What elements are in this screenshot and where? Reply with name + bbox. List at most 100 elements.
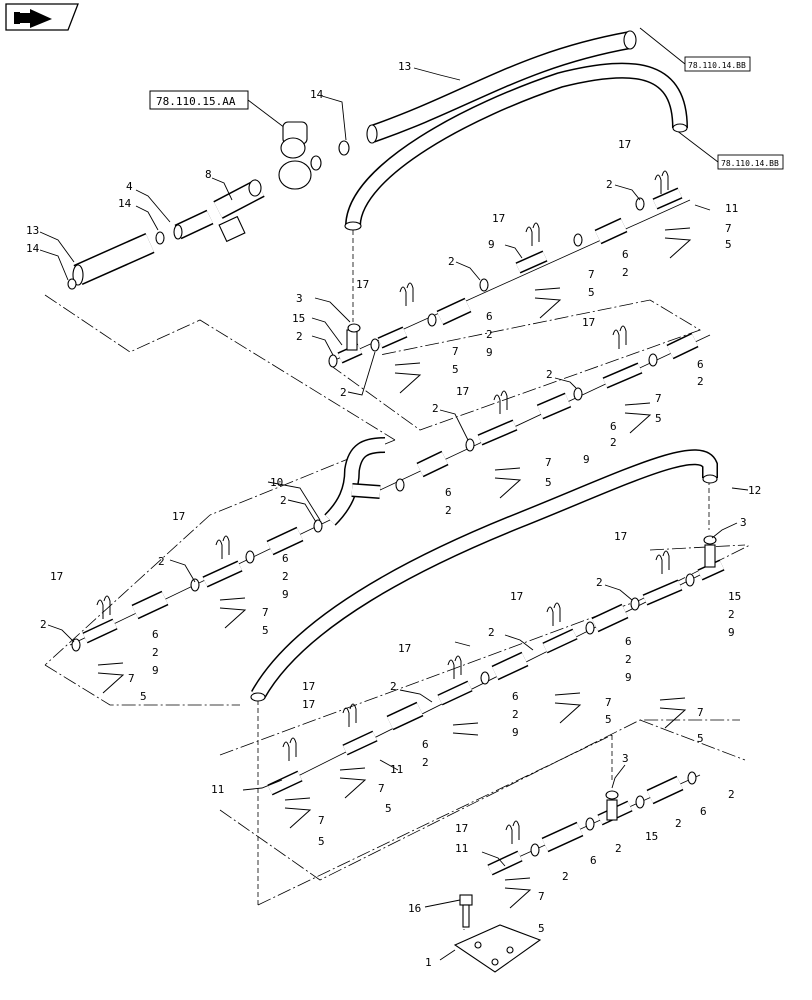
callout-2-q: 2 — [728, 608, 735, 621]
boom-section-upper — [328, 187, 691, 368]
callout-6-l: 6 — [590, 854, 597, 867]
callout-12: 12 — [748, 484, 761, 497]
callout-6-e: 6 — [445, 486, 452, 499]
callout-6-g: 6 — [152, 628, 159, 641]
nozzle-clips — [97, 227, 692, 909]
callout-16: 16 — [408, 902, 421, 915]
callout-2-m: 2 — [158, 555, 165, 568]
callout-17-j: 17 — [398, 642, 411, 655]
return-arrow-icon[interactable] — [5, 3, 79, 31]
callout-9-b: 9 — [486, 346, 493, 359]
callout-5-g: 5 — [140, 690, 147, 703]
callout-7-j: 7 — [378, 782, 385, 795]
boom-section-mid — [379, 332, 711, 492]
callout-3-c: 3 — [622, 752, 629, 765]
hose-10-wye — [324, 437, 386, 526]
callout-7-g: 7 — [128, 672, 135, 685]
callout-15-a: 15 — [292, 312, 305, 325]
callout-17-b: 17 — [492, 212, 505, 225]
callout-9-c: 9 — [583, 453, 590, 466]
callout-10: 10 — [270, 476, 283, 489]
callout-9-g: 9 — [625, 671, 632, 684]
callout-7-i: 7 — [697, 706, 704, 719]
callout-5-f: 5 — [262, 624, 269, 637]
callout-2-aa: 2 — [562, 870, 569, 883]
hose-13-upper — [366, 30, 637, 144]
callout-17-l: 17 — [302, 698, 315, 711]
callout-9-d: 9 — [282, 588, 289, 601]
callout-5-h: 5 — [605, 713, 612, 726]
callout-7-a: 7 — [725, 222, 732, 235]
ref-box-right-2[interactable]: 78.110.14.BB — [717, 154, 784, 170]
callout-2-j: 2 — [610, 436, 617, 449]
callout-6-i: 6 — [512, 690, 519, 703]
callout-6-b: 6 — [486, 310, 493, 323]
ref-right-2-text: 78.110.14.BB — [721, 159, 779, 168]
callout-2-x: 2 — [728, 788, 735, 801]
callout-8: 8 — [205, 168, 212, 181]
callout-2-c: 2 — [622, 266, 629, 279]
callout-1: 1 — [425, 956, 432, 969]
callout-labels: 13 14 8 4 14 13 14 17 2 11 7 5 17 9 2 6 … — [26, 60, 761, 969]
inlet-assembly — [67, 121, 350, 290]
callout-11-a: 11 — [725, 202, 738, 215]
boom-section-bottom — [487, 771, 701, 876]
ref-box-top[interactable]: 78.110.15.AA — [149, 90, 249, 110]
ref-right-1-text: 78.110.14.BB — [688, 61, 746, 70]
callout-6-h: 6 — [625, 635, 632, 648]
callout-5-b: 5 — [588, 286, 595, 299]
callout-2-y: 2 — [675, 817, 682, 830]
callout-17-m: 17 — [455, 822, 468, 835]
callout-2-b: 2 — [448, 255, 455, 268]
callout-17-h: 17 — [614, 530, 627, 543]
callout-6-j: 6 — [422, 738, 429, 751]
callout-14-top: 14 — [310, 88, 324, 101]
bracket-assembly — [453, 894, 542, 973]
ref-box-right-1[interactable]: 78.110.14.BB — [684, 56, 751, 72]
callout-7-f: 7 — [262, 606, 269, 619]
callout-2-f: 2 — [340, 386, 347, 399]
callout-14-mid: 14 — [118, 197, 132, 210]
callout-5-c: 5 — [452, 363, 459, 376]
callout-5-i: 5 — [697, 732, 704, 745]
callout-9-e: 9 — [152, 664, 159, 677]
callout-6-a: 6 — [622, 248, 629, 261]
callout-6-f: 6 — [282, 552, 289, 565]
callout-2-t: 2 — [488, 626, 495, 639]
callout-5-k: 5 — [318, 835, 325, 848]
callout-2-k: 2 — [445, 504, 452, 517]
callout-leaders — [39, 67, 749, 961]
callout-2-z: 2 — [615, 842, 622, 855]
callout-7-c: 7 — [452, 345, 459, 358]
u-bolt-set — [96, 170, 670, 844]
hose-12 — [250, 449, 718, 702]
callout-7-d: 7 — [655, 392, 662, 405]
callout-11-d: 11 — [455, 842, 468, 855]
callout-2-d: 2 — [296, 330, 303, 343]
callout-5-l: 5 — [538, 922, 545, 935]
callout-6-c: 6 — [697, 358, 704, 371]
callout-3-a: 3 — [296, 292, 303, 305]
callout-2-l: 2 — [280, 494, 287, 507]
callout-2-h: 2 — [546, 368, 553, 381]
callout-11-b: 11 — [390, 763, 403, 776]
callout-2-a: 2 — [606, 178, 613, 191]
boom-section-left — [69, 519, 331, 652]
callout-2-w: 2 — [422, 756, 429, 769]
callout-5-j: 5 — [385, 802, 392, 815]
callout-13-left: 13 — [26, 224, 39, 237]
callout-17-d: 17 — [582, 316, 595, 329]
callout-7-e: 7 — [545, 456, 552, 469]
callout-5-d: 5 — [655, 412, 662, 425]
callout-2-p: 2 — [152, 646, 159, 659]
callout-17-f: 17 — [172, 510, 185, 523]
callout-6-d: 6 — [610, 420, 617, 433]
callout-3-b: 3 — [740, 516, 747, 529]
callout-17-i: 17 — [510, 590, 523, 603]
callout-2-u: 2 — [390, 680, 397, 693]
callout-9-a: 9 — [488, 238, 495, 251]
callout-9-f: 9 — [728, 626, 735, 639]
callout-4: 4 — [126, 180, 133, 193]
callout-2-v: 2 — [512, 708, 519, 721]
